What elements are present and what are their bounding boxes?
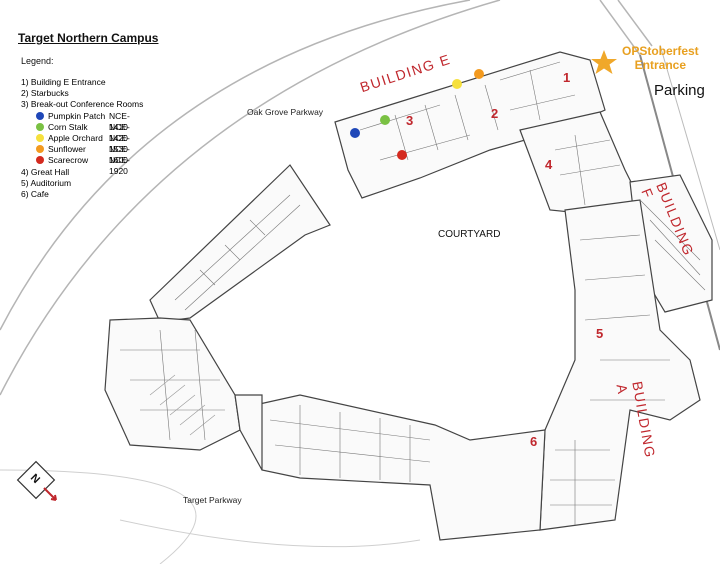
marker-1[interactable]: 1: [563, 70, 571, 85]
legend-item-auditorium: 5) Auditorium: [21, 178, 72, 188]
building-a-outline: [539, 199, 701, 531]
room-dot-scarecrow[interactable]: [397, 150, 407, 160]
room-dot-sunflower[interactable]: [474, 69, 484, 79]
interior-e-2: [499, 61, 576, 121]
road-bottom-arc-1: [0, 469, 197, 564]
legend-room-pumpkin-patch: Pumpkin Patch NCE-1410: [36, 111, 130, 132]
room-code: NCE-1530: [109, 133, 130, 154]
interior-s-1: [269, 405, 431, 482]
marker-2[interactable]: 2: [491, 106, 499, 121]
room-code: NCE-1920: [109, 155, 130, 176]
marker-6[interactable]: 6: [530, 434, 538, 449]
interior-w-2: [120, 329, 225, 441]
legend-room-corn-stalk: Corn Stalk NCE-1420: [36, 122, 130, 143]
legend-item-great-hall: 4) Great Hall: [21, 167, 70, 177]
interior-a-1: [579, 234, 670, 401]
room-code: NCE-1600: [109, 144, 130, 165]
compass-arrow-icon: [43, 487, 57, 501]
legend-heading: Legend:: [21, 56, 54, 66]
marker-4[interactable]: 4: [545, 157, 553, 172]
room-code: NCE-1420: [109, 122, 130, 143]
entrance-label-line1: OPStoberfest: [622, 44, 699, 58]
room-name: Corn Stalk: [48, 122, 88, 132]
entrance-label-line2: Entrance: [634, 58, 687, 72]
road-inner-arc: [0, 0, 501, 396]
parking-stripes-west: [149, 374, 216, 436]
courtyard-label: COURTYARD: [438, 229, 501, 240]
building-connector-sw: [234, 394, 263, 471]
interior-a-2: [550, 440, 615, 525]
room-name: Pumpkin Patch: [48, 111, 106, 121]
room-name: Sunflower: [48, 144, 86, 154]
oak-grove-parkway-label: Oak Grove Parkway: [247, 107, 324, 117]
marker-5[interactable]: 5: [596, 326, 604, 341]
road-right-band-2: [659, 44, 720, 251]
legend-item-starbucks: 2) Starbucks: [21, 88, 69, 98]
entrance-star-icon[interactable]: [591, 50, 617, 74]
legend-room-apple-orchard: Apple Orchard NCE-1530: [36, 133, 130, 154]
legend-room-scarecrow: Scarecrow NCE-1920: [36, 155, 130, 176]
room-dot-corn-stalk[interactable]: [380, 115, 390, 125]
room-name: Apple Orchard: [48, 133, 103, 143]
road-outer-arc: [0, 0, 471, 331]
road-ne-1: [599, 0, 641, 56]
entrance-label: OPStoberfest Entrance: [622, 44, 699, 72]
room-dot-pumpkin-patch[interactable]: [350, 128, 360, 138]
building-4-outline: [519, 111, 641, 216]
room-code: NCE-1410: [109, 111, 130, 132]
legend-item-building-e-entrance: 1) Building E Entrance: [21, 77, 106, 87]
interior-f-1: [639, 199, 706, 291]
pumpkin-patch-dot-icon: [36, 112, 44, 120]
legend-item-breakout-rooms: 3) Break-out Conference Rooms: [21, 99, 144, 109]
building-south-outline: [254, 394, 546, 541]
legend-item-cafe: 6) Cafe: [21, 189, 49, 199]
interior-w-1: [174, 194, 301, 311]
corn-stalk-dot-icon: [36, 123, 44, 131]
target-parkway-label: Target Parkway: [183, 495, 242, 505]
interior-e-1: [359, 84, 499, 161]
sunflower-dot-icon: [36, 145, 44, 153]
interior-4-1: [554, 134, 621, 206]
road-bottom-arc-2: [119, 519, 421, 548]
map-title: Target Northern Campus: [18, 31, 159, 45]
apple-orchard-dot-icon: [36, 134, 44, 142]
legend-room-sunflower: Sunflower NCE-1600: [36, 144, 130, 165]
marker-3[interactable]: 3: [406, 113, 414, 128]
road-ne-2: [617, 0, 653, 47]
room-dot-apple-orchard[interactable]: [452, 79, 462, 89]
room-name: Scarecrow: [48, 155, 89, 165]
scarecrow-dot-icon: [36, 156, 44, 164]
building-west-lobby: [104, 317, 241, 451]
parking-label: Parking: [654, 82, 705, 99]
